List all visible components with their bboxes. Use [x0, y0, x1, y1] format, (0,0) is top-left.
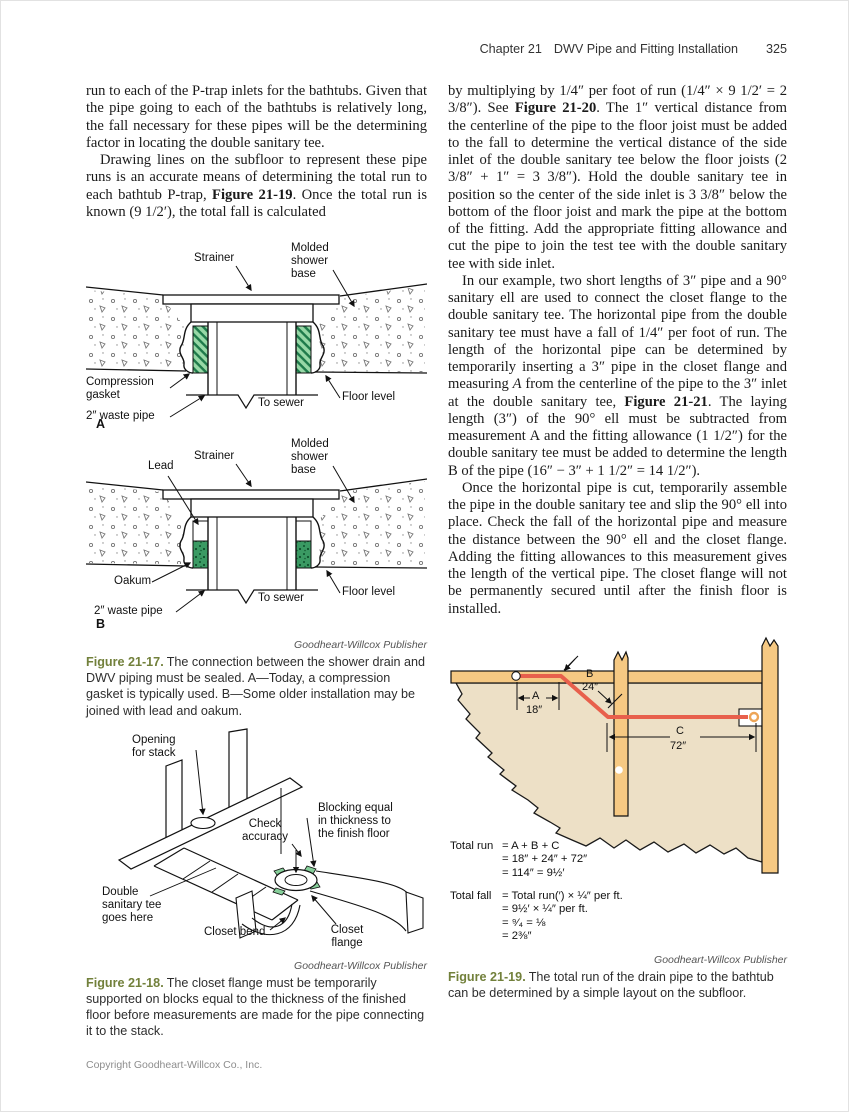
total-run-fall-calculation: Total run = A + B + C = 18″ + 24″ + 72″ … — [450, 840, 623, 944]
total-run-line: = 114″ = 9½′ — [502, 866, 565, 879]
paragraph: run to each of the P-trap inlets for the… — [86, 83, 427, 151]
total-run-line: = A + B + C — [502, 839, 560, 852]
label-molded-shower-base: Molded shower base — [291, 438, 329, 476]
label-waste-pipe: 2″ waste pipe — [94, 605, 163, 617]
dim-b-letter: B — [586, 667, 594, 680]
total-fall-line: = 9½′ × ¼″ per ft. — [502, 903, 588, 916]
figure-21-19-caption: Figure 21-19.The total run of the drain … — [448, 969, 774, 1000]
figure-credit: Goodheart-Willcox Publisher — [294, 639, 427, 651]
label-check-accuracy: Check accuracy — [241, 817, 289, 843]
figure-21-17-caption: Figure 21-17.The connection between the … — [86, 655, 426, 718]
label-opening-for-stack: Opening for stack — [132, 733, 176, 759]
total-fall-line: = 2⅜″ — [502, 930, 532, 943]
figure-credit: Goodheart-Willcox Publisher — [654, 953, 787, 966]
total-run-group: Total run = A + B + C = 18″ + 24″ + 72″ … — [450, 840, 623, 880]
dim-a-letter: A — [532, 689, 540, 702]
dim-a-value: 18″ — [526, 703, 543, 716]
page-number: 325 — [765, 42, 787, 56]
page-header: Chapter 21 DWV Pipe and Fitting Installa… — [448, 42, 787, 56]
label-strainer: Strainer — [194, 450, 235, 462]
label-to-sewer: To sewer — [258, 592, 305, 604]
label-lead: Lead — [148, 460, 174, 472]
label-oakum: Oakum — [114, 575, 152, 587]
figure-reference: Figure 21-19 — [212, 186, 293, 203]
total-fall-group: Total fall = Total run(′) × ¼″ per ft. =… — [450, 890, 623, 944]
dim-c-value: 72″ — [670, 739, 687, 752]
panel-letter-b: B — [96, 617, 106, 631]
label-floor-level: Floor level — [342, 586, 396, 598]
label-compression-gasket: Compression gasket — [86, 376, 154, 401]
copyright-footer: Copyright Goodheart-Willcox Co., Inc. — [86, 1059, 263, 1071]
total-run-label: Total run — [450, 839, 494, 852]
paragraph: In our example, two short lengths of 3″ … — [448, 272, 787, 479]
figure-reference: Figure 21-20 — [514, 100, 597, 117]
figure-21-17-b: Lead Strainer Molded shower base Oakum 2… — [86, 432, 427, 637]
closet-flange-framing-diagram — [117, 728, 424, 939]
label-to-sewer: To sewer — [258, 397, 305, 409]
shower-drain-oakum-diagram — [86, 463, 427, 613]
paragraph: Once the horizontal pipe is cut, tempora… — [448, 479, 787, 617]
label-floor-level: Floor level — [342, 391, 396, 403]
label-closet-flange: Closet flange — [330, 923, 364, 949]
figure-number: Figure 21-18. — [86, 975, 164, 990]
chapter-label: Chapter 21 — [479, 42, 542, 56]
label-double-sanitary-tee: Double sanitary tee goes here — [102, 885, 162, 924]
figure-number: Figure 21-19. — [448, 969, 526, 984]
subfloor-layout-diagram — [450, 636, 779, 874]
total-run-line: = 18″ + 24″ + 72″ — [502, 853, 588, 866]
total-fall-line: = ⁹⁄₄ = ⅛ — [502, 916, 546, 929]
figure-21-18-caption: Figure 21-18.The closet flange must be t… — [86, 975, 425, 1039]
chapter-title: DWV Pipe and Fitting Installation — [553, 42, 738, 56]
dim-c-letter: C — [676, 724, 684, 737]
label-strainer: Strainer — [194, 252, 235, 264]
figure-21-18: Opening for stack Check accuracy Blockin… — [86, 728, 427, 958]
figure-number: Figure 21-17. — [86, 655, 164, 669]
paragraph: Drawing lines on the subfloor to represe… — [86, 152, 427, 220]
label-blocking-equal: Blocking equal in thickness to the finis… — [318, 801, 393, 840]
variable-a: A — [512, 376, 522, 393]
figure-21-17-a: Strainer Molded shower base Compression … — [86, 242, 427, 432]
total-fall-label: Total fall — [450, 889, 492, 902]
left-column: run to each of the P-trap inlets for the… — [86, 83, 427, 1040]
panel-letter-a: A — [96, 417, 106, 431]
right-column: by multiplying by 1/4″ per foot of run (… — [448, 83, 787, 1001]
label-closet-bend: Closet bend — [204, 925, 266, 938]
figure-21-19: A 18″ B 24″ C 72″ Total run = A + B + C … — [448, 630, 787, 952]
paragraph: by multiplying by 1/4″ per foot of run (… — [448, 83, 787, 272]
label-waste-pipe: 2″ waste pipe — [86, 410, 155, 422]
shower-drain-gasket-diagram — [86, 265, 427, 418]
figure-credit: Goodheart-Willcox Publisher — [294, 959, 427, 972]
total-fall-line: = Total run(′) × ¼″ per ft. — [502, 889, 623, 902]
dim-b-value: 24″ — [582, 680, 599, 693]
label-molded-shower-base: Molded shower base — [291, 242, 329, 280]
figure-reference: Figure 21-21 — [624, 393, 708, 410]
